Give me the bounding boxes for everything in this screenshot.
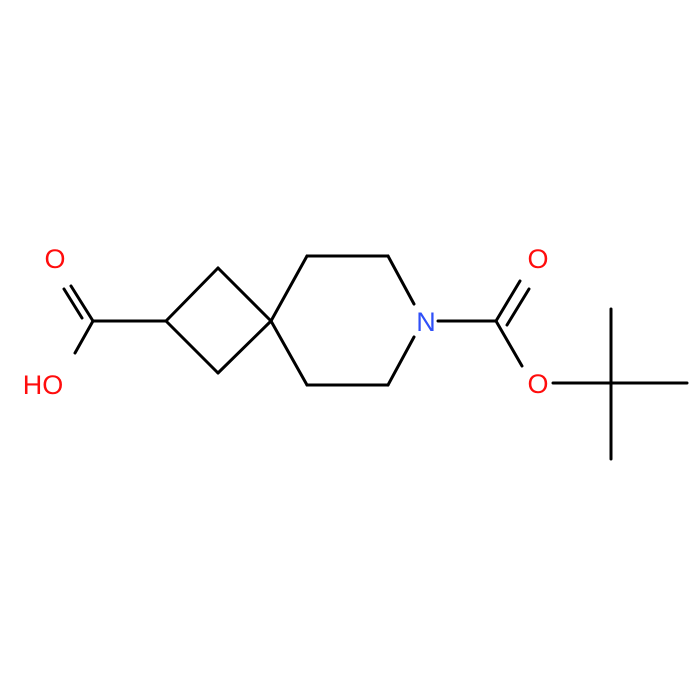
- atom-label-carbonyl-oxygen-right: O: [527, 244, 548, 274]
- bond-piperidine-1: [269, 254, 309, 323]
- atom-label-carbonyl-oxygen-left: O: [44, 244, 65, 274]
- bond-cyclobutane-2: [216, 266, 273, 323]
- atom-label-ester-oxygen: O: [527, 369, 548, 399]
- bond-acid-carbonyl-inner: [62, 287, 84, 320]
- bond-piperidine-4: [386, 335, 416, 387]
- bond-piperidine-6: [269, 319, 309, 387]
- bond-cyclobutane-1: [164, 266, 220, 323]
- atom-label-nitrogen: N: [416, 307, 436, 337]
- atom-label-hydroxyl: HO: [23, 370, 64, 400]
- bond-piperidine-3: [386, 254, 416, 306]
- bond-carbonyl-to-ester-o: [494, 319, 524, 368]
- bond-acid-hydroxyl: [73, 319, 95, 355]
- bond-boc-carbonyl-outer: [494, 279, 522, 323]
- bond-acid-carbonyl-outer: [69, 284, 95, 323]
- bond-cyclobutane-4: [164, 319, 220, 375]
- bond-boc-carbonyl-inner: [505, 287, 531, 327]
- bond-cyclobutane-3: [216, 319, 273, 375]
